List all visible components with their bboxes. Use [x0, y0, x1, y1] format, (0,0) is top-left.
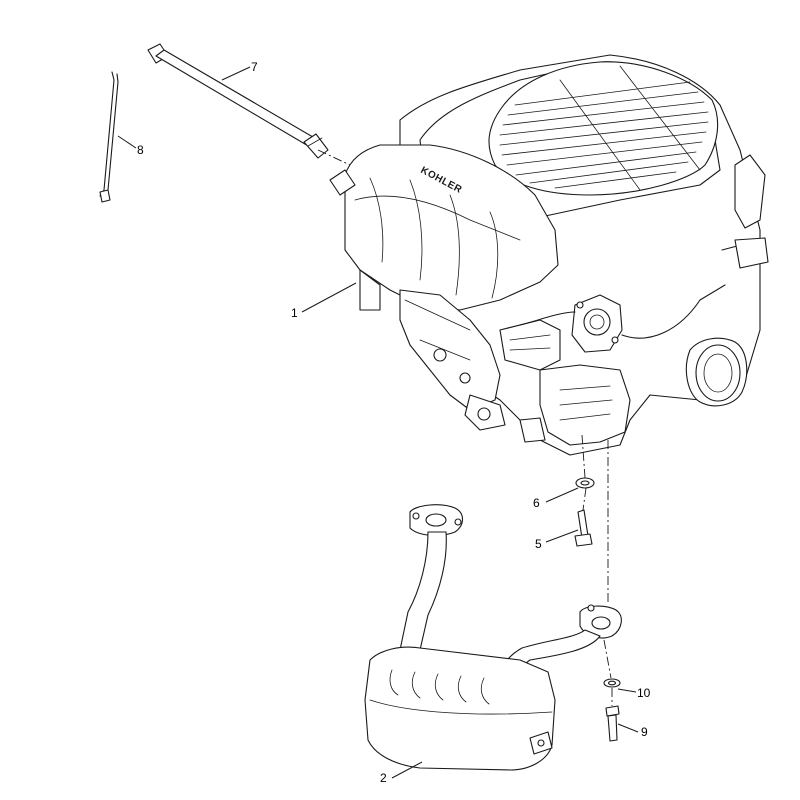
part-7-dipstick-tube[interactable] — [147, 43, 329, 159]
callout-9: 9 — [641, 725, 648, 739]
assembly-centerlines — [317, 149, 613, 706]
callout-6: 6 — [533, 496, 540, 510]
callout-10: 10 — [637, 686, 651, 700]
part-2-muffler[interactable] — [364, 504, 622, 771]
part-8-cable-tie[interactable] — [99, 71, 119, 203]
callout-5: 5 — [535, 537, 542, 551]
grille-slats — [499, 65, 709, 191]
part-6-washer[interactable] — [575, 477, 595, 489]
part-1-engine[interactable]: KOHLER — [329, 54, 769, 456]
part-9-bolt[interactable] — [605, 705, 620, 742]
fuel-pump — [571, 294, 623, 353]
callout-labels: 7 8 1 6 5 10 9 2 — [137, 60, 651, 785]
callout-1: 1 — [291, 306, 298, 320]
callout-7: 7 — [251, 60, 258, 74]
leader-lines — [117, 66, 639, 779]
muffler-ribs — [389, 669, 490, 705]
oil-filter — [685, 337, 748, 407]
part-5-bolt[interactable] — [574, 509, 593, 547]
part-10-washer[interactable] — [603, 678, 621, 688]
callout-8: 8 — [137, 143, 144, 157]
callout-2: 2 — [380, 771, 387, 785]
